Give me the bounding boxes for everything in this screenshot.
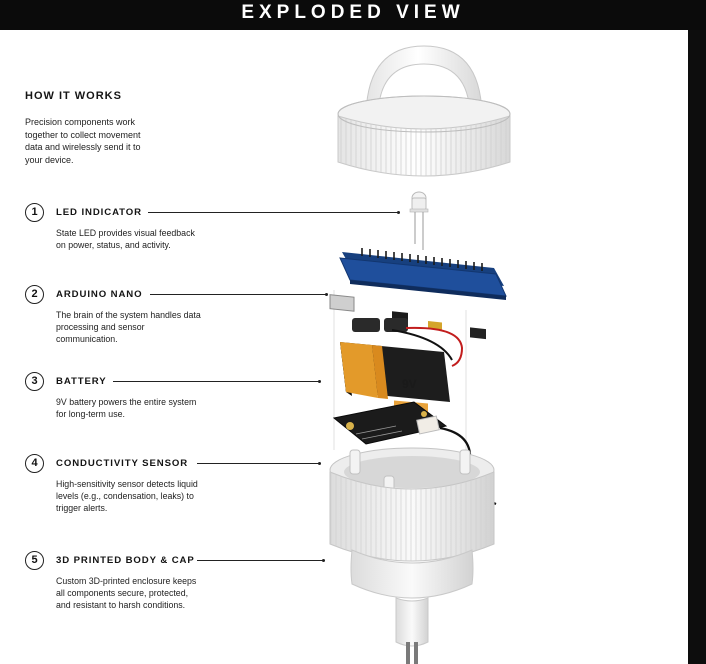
step-description: Custom 3D-printed enclosure keeps all co… xyxy=(56,576,197,610)
step-number-badge: 2 xyxy=(25,285,44,304)
page-title: EXPLODED VIEW xyxy=(241,2,465,23)
leader-line-5 xyxy=(197,560,323,561)
leader-line-1 xyxy=(148,212,398,213)
step-description: 9V battery powers the entire system for … xyxy=(56,397,197,419)
battery-label: 9V xyxy=(402,377,417,391)
leader-dot-5 xyxy=(322,559,325,562)
step-description: High-sensitivity sensor detects liquid l… xyxy=(56,479,198,513)
step-title: 3D PRINTED BODY & CAP xyxy=(56,555,195,566)
step-number-badge: 1 xyxy=(25,203,44,222)
step-title: LED INDICATOR xyxy=(56,207,142,218)
leader-dot-3 xyxy=(318,380,321,383)
arduino-nano-board xyxy=(329,248,507,340)
step-number-badge: 5 xyxy=(25,551,44,570)
right-frame-strip xyxy=(688,30,706,664)
leader-line-4 xyxy=(197,463,319,464)
exploded-view-illustration: 9V xyxy=(329,45,511,664)
step-description: State LED provides visual feedback on po… xyxy=(56,228,195,250)
step-number-badge: 4 xyxy=(25,454,44,473)
leader-dot-4 xyxy=(318,462,321,465)
how-it-works-title: HOW IT WORKS xyxy=(25,90,122,102)
how-it-works-description: Precision components work together to co… xyxy=(25,117,141,165)
step-title: BATTERY xyxy=(56,376,107,387)
step-number-badge: 3 xyxy=(25,372,44,391)
leader-dot-2 xyxy=(325,293,328,296)
top-cap-with-handle xyxy=(337,45,511,177)
header-bar: EXPLODED VIEW xyxy=(0,0,706,30)
alignment-guides xyxy=(333,290,467,450)
step-title: CONDUCTIVITY SENSOR xyxy=(56,458,189,469)
leader-line-2 xyxy=(150,294,326,295)
leader-line-3 xyxy=(113,381,319,382)
printed-body-enclosure xyxy=(329,447,495,664)
leader-dot-1 xyxy=(397,211,400,214)
step-title: ARDUINO NANO xyxy=(56,289,143,300)
step-description: The brain of the system handles data pro… xyxy=(56,310,201,344)
led-indicator-component xyxy=(409,191,429,250)
content-card: HOW IT WORKS Precision components work t… xyxy=(0,30,688,664)
